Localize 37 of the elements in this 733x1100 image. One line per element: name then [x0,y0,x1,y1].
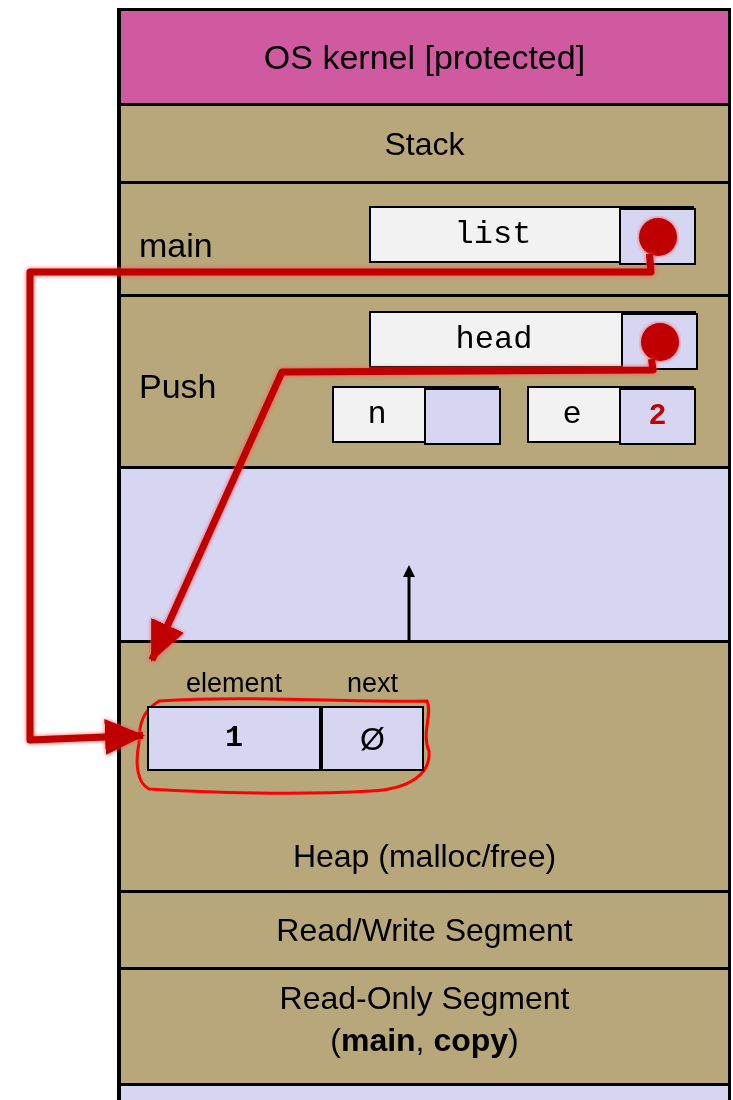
memory-segment-band [117,8,731,103]
field-cell [321,706,424,771]
null-symbol: Ø [360,719,385,759]
stack-frame [117,294,731,466]
free-space-band [117,1083,731,1100]
variable-name: e [561,394,583,435]
memory-segment-band [117,967,731,1083]
segment-label: Read-Only Segment [278,979,571,1018]
variable-name: n [366,394,388,435]
memory-segment-band [117,890,731,967]
memory-segment-band [117,640,731,890]
value-text: 1 [225,720,243,757]
field-header: next [345,667,399,700]
variable-box [369,206,694,263]
stack-frame [117,181,731,294]
segment-label: Heap (malloc/free) [291,837,558,876]
pointer-cell [619,208,696,265]
variable-box [527,386,694,443]
frame-label: Push [139,366,217,407]
value-text: 2 [648,398,667,435]
variable-box [332,386,499,443]
segment-label: OS kernel [protected] [262,36,587,78]
variable-name: list [453,214,533,255]
segment-label: Read/Write Segment [275,911,574,950]
variable-name: head [454,319,534,360]
segment-label: Stack [383,124,466,164]
variable-box [369,311,696,368]
memory-segment-band [117,103,731,181]
value-cell [424,388,501,445]
value-cell [619,388,696,445]
pointer-cell [621,313,698,370]
pointer-arrow [148,358,657,662]
field-cell [147,706,321,771]
pointer-arrow [26,253,655,755]
frame-label: main [139,225,213,266]
field-header: element [184,667,284,700]
segment-note: (main, copy) [329,1021,520,1060]
